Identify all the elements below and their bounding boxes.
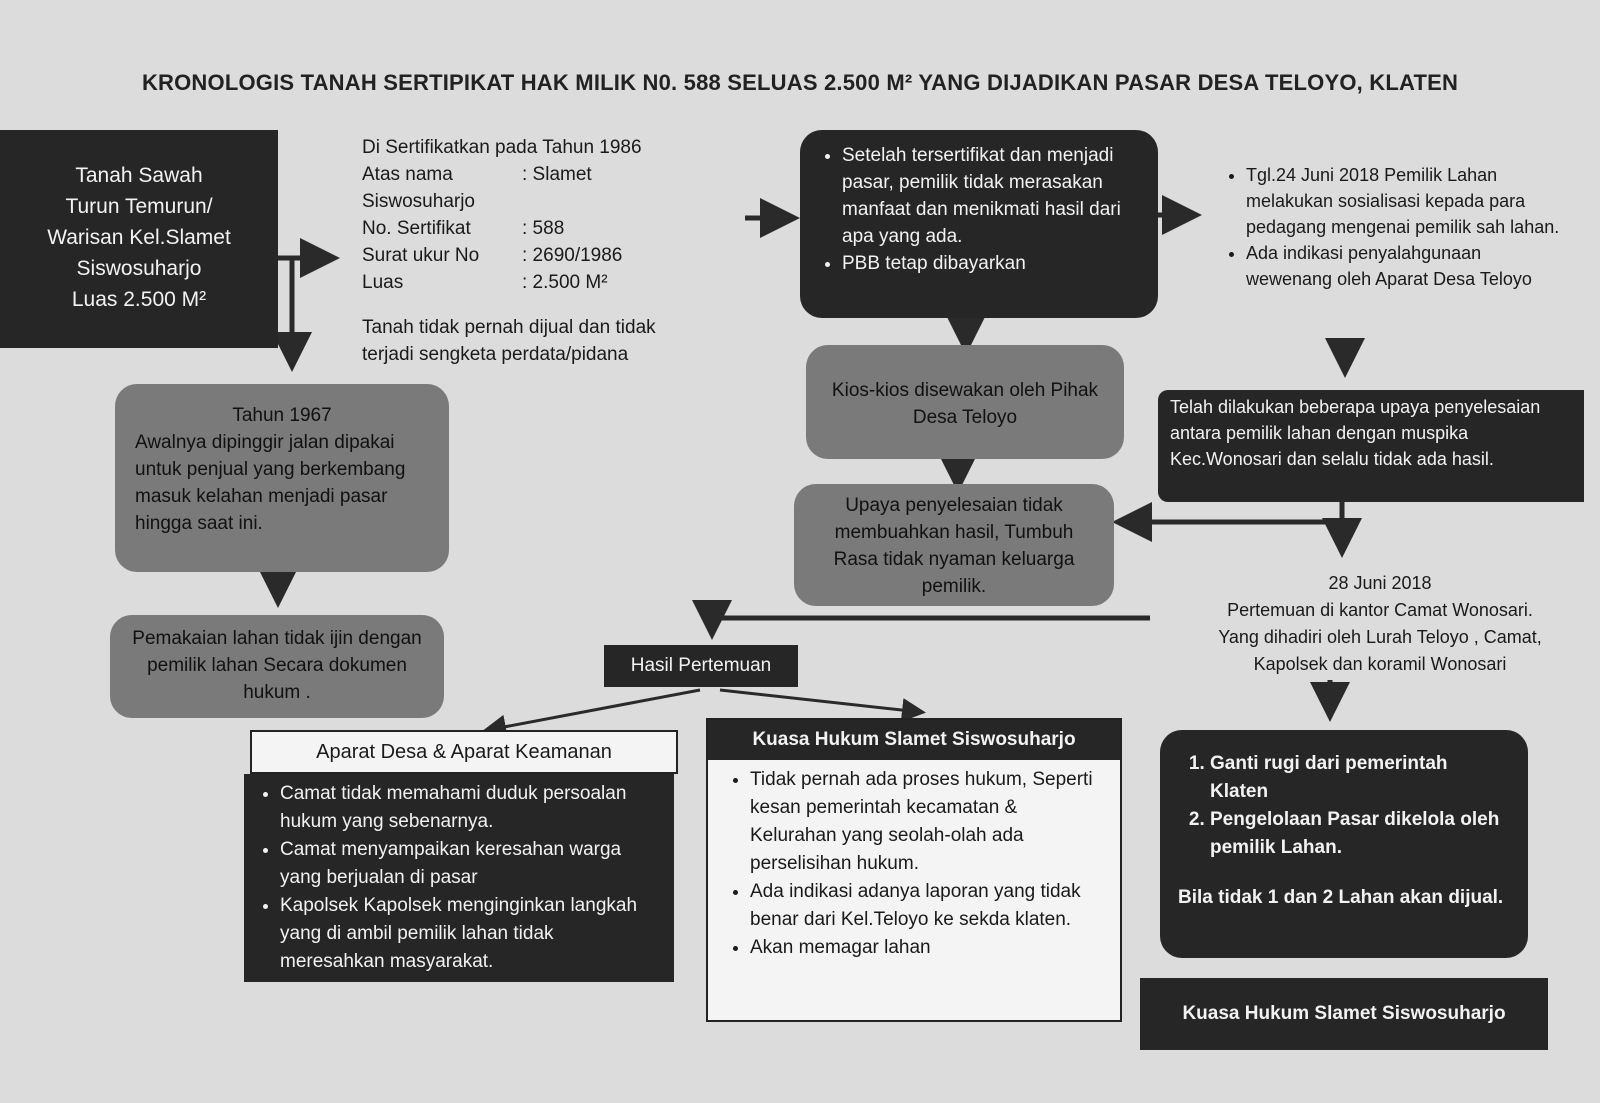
meeting-line: Pertemuan di kantor Camat Wonosari. xyxy=(1227,600,1533,620)
kuasa-bullet: Akan memagar lahan xyxy=(750,934,1106,962)
effort-text: Upaya penyelesaian tidak membuahkan hasi… xyxy=(833,495,1075,597)
settlement-box: Telah dilakukan beberapa upaya penyelesa… xyxy=(1158,390,1584,502)
after-cert-bullet: Setelah tersertifikat dan menjadi pasar,… xyxy=(842,142,1136,250)
meeting-date: 28 Juni 2018 xyxy=(1328,573,1432,593)
meeting-info: 28 Juni 2018 Pertemuan di kantor Camat W… xyxy=(1170,570,1590,678)
aparat-heading-box: Aparat Desa & Aparat Keamanan xyxy=(250,730,678,774)
demand-item: Ganti rugi dari pemerintah Klaten xyxy=(1210,750,1510,806)
year-1967-heading: Tahun 1967 xyxy=(232,405,332,426)
aparat-bullet: Kapolsek Kapolsek menginginkan langkah y… xyxy=(280,892,658,976)
certificate-field: Atas nama: Slamet xyxy=(362,164,592,185)
aparat-box: Camat tidak memahami duduk persoalan huk… xyxy=(244,774,674,982)
origin-land-box: Tanah Sawah Turun Temurun/ Warisan Kel.S… xyxy=(0,130,278,348)
kiosk-text: Kios-kios disewakan oleh Pihak Desa Telo… xyxy=(831,380,1099,428)
socialization-bullet: Ada indikasi penyalahgunaan wewenang ole… xyxy=(1246,240,1566,292)
kiosk-box: Kios-kios disewakan oleh Pihak Desa Telo… xyxy=(806,345,1124,459)
kuasa-heading: Kuasa Hukum Slamet Siswosuharjo xyxy=(708,720,1120,760)
aparat-heading: Aparat Desa & Aparat Keamanan xyxy=(316,741,612,763)
usage-box: Pemakaian lahan tidak ijin dengan pemili… xyxy=(110,615,444,718)
certificate-field: Luas: 2.500 M² xyxy=(362,272,608,293)
demand-item: Pengelolaan Pasar dikelola oleh pemilik … xyxy=(1210,806,1510,862)
origin-line: Warisan Kel.Slamet xyxy=(47,226,231,249)
certificate-info: Di Sertifikatkan pada Tahun 1986 Atas na… xyxy=(362,134,752,368)
year-1967-body: Awalnya dipinggir jalan dipakai untuk pe… xyxy=(135,432,406,534)
origin-line: Siswosuharjo xyxy=(76,257,202,280)
year-1967-box: Tahun 1967 Awalnya dipinggir jalan dipak… xyxy=(115,384,449,572)
certificate-field: Surat ukur No: 2690/1986 xyxy=(362,245,623,266)
arrow-meeting-to-result xyxy=(692,600,1150,640)
origin-line: Luas 2.500 M² xyxy=(71,288,207,311)
meeting-line: Kapolsek dan koramil Wonosari xyxy=(1253,654,1507,674)
origin-line: Turun Temurun/ xyxy=(65,195,213,218)
demands-box: Ganti rugi dari pemerintah Klaten Pengel… xyxy=(1160,730,1528,958)
origin-line: Tanah Sawah xyxy=(75,164,203,187)
footer-label: Kuasa Hukum Slamet Siswosuharjo xyxy=(1140,978,1548,1050)
settlement-text: Telah dilakukan beberapa upaya penyelesa… xyxy=(1170,397,1541,469)
kuasa-box: Kuasa Hukum Slamet Siswosuharjo Tidak pe… xyxy=(706,718,1122,1022)
arrow-result-to-kuasa xyxy=(719,688,926,722)
kuasa-bullet: Tidak pernah ada proses hukum, Seperti k… xyxy=(750,766,1106,878)
certificate-field: No. Sertifikat: 588 xyxy=(362,218,565,239)
certificate-heading: Di Sertifikatkan pada Tahun 1986 xyxy=(362,137,642,158)
aparat-bullet: Camat tidak memahami duduk persoalan huk… xyxy=(280,780,658,836)
certificate-field: Siswosuharjo xyxy=(362,191,475,212)
after-cert-bullet: PBB tetap dibayarkan xyxy=(842,250,1136,277)
result-label: Hasil Pertemuan xyxy=(604,645,798,687)
page-title: KRONOLOGIS TANAH SERTIPIKAT HAK MILIK N0… xyxy=(141,70,1459,95)
socialization-info: Tgl.24 Juni 2018 Pemilik Lahan melakukan… xyxy=(1226,162,1566,292)
socialization-bullet: Tgl.24 Juni 2018 Pemilik Lahan melakukan… xyxy=(1246,162,1566,240)
aparat-bullet: Camat menyampaikan keresahan warga yang … xyxy=(280,836,658,892)
effort-box: Upaya penyelesaian tidak membuahkan hasi… xyxy=(794,484,1114,606)
usage-text: Pemakaian lahan tidak ijin dengan pemili… xyxy=(132,628,422,703)
demands-note: Bila tidak 1 dan 2 Lahan akan dijual. xyxy=(1178,887,1504,908)
kuasa-bullet: Ada indikasi adanya laporan yang tidak b… xyxy=(750,878,1106,934)
arrow-result-to-aparat xyxy=(482,688,701,739)
certificate-note: Tanah tidak pernah dijual dan tidak terj… xyxy=(362,317,656,365)
after-cert-box: Setelah tersertifikat dan menjadi pasar,… xyxy=(800,130,1158,318)
meeting-line: Yang dihadiri oleh Lurah Teloyo , Camat, xyxy=(1218,627,1542,647)
